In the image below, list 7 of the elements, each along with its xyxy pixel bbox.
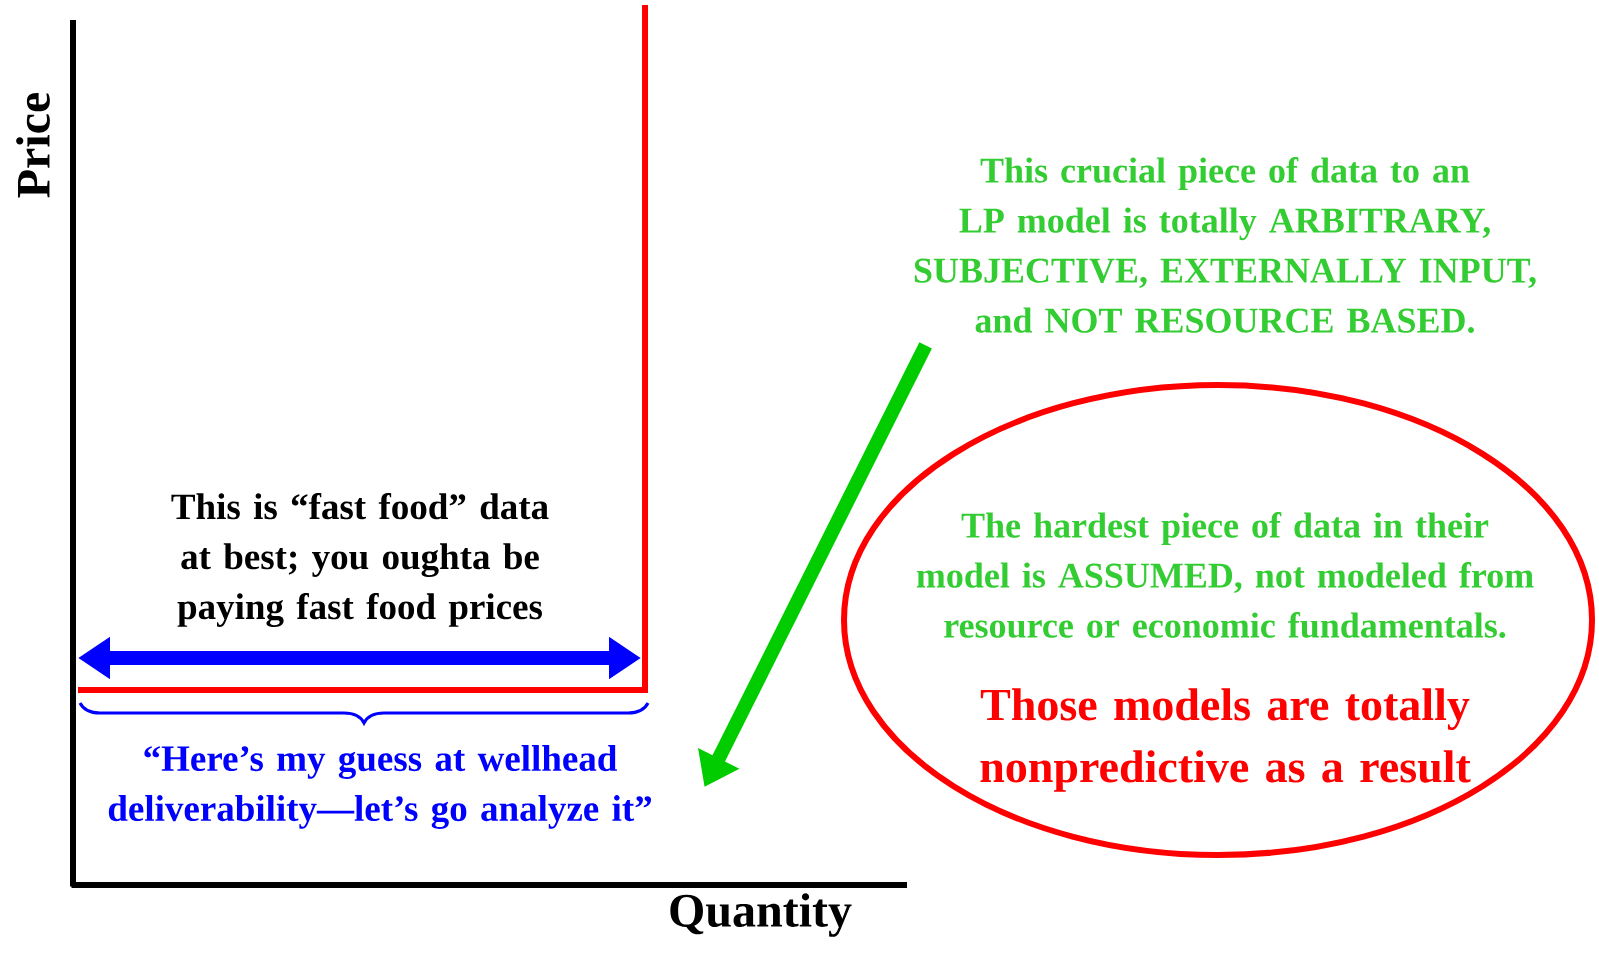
callout-text: The hardest piece of data in their model is ASSUMED, not modeled from resource or economic fundamentals.: [916, 512, 1534, 638]
annotation-text: This is “fast food” data at best; you oughta be paying fast food prices: [171, 492, 549, 628]
callout-text: Those models are totally nonpredictive as a result: [980, 688, 1471, 792]
axis-label: Price: [16, 92, 50, 198]
axis-label: Quantity: [670, 893, 852, 937]
annotation-text: This crucial piece of data to an LP model is totally ARBITRARY, SUBJECTIVE, EXTERNALLY INPUT, and NOT RESOURCE BASED.: [914, 157, 1536, 333]
quote-text: “Here’s my guess at wellhead deliverability—let’s go analyze it”: [108, 745, 652, 829]
